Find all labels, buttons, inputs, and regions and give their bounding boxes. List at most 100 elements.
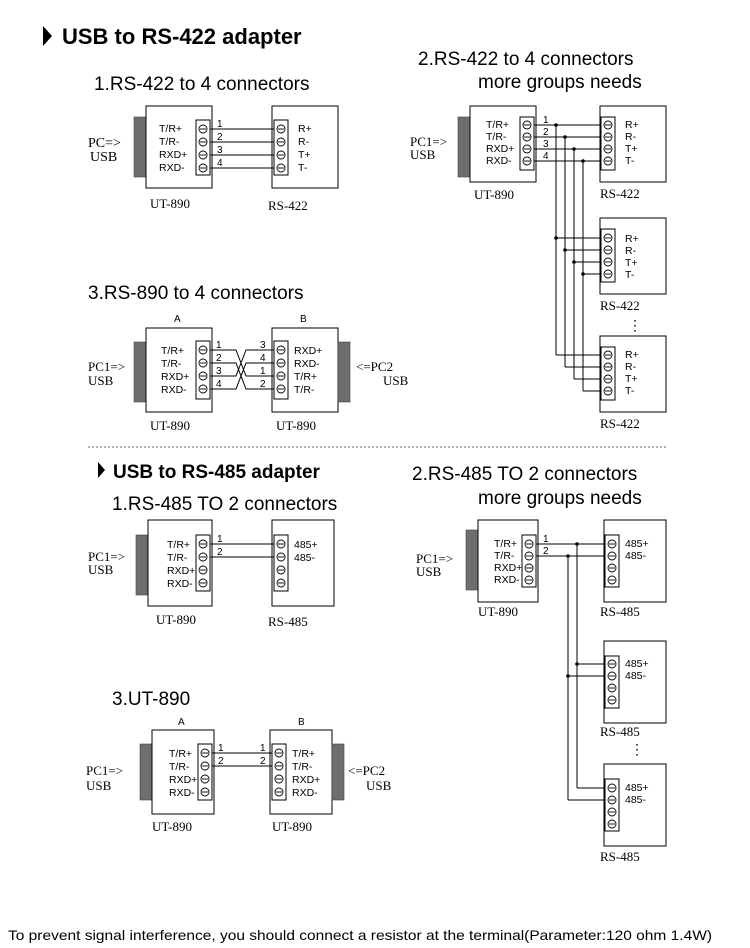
rs422-diagram-3: 3.RS-890 to 4 connectors A B PC1=> USB T… (88, 283, 409, 433)
pin-label: R+ (625, 119, 639, 131)
wire-number: 2 (216, 353, 222, 364)
bus-wiring (534, 123, 601, 392)
pin-label: T+ (625, 257, 638, 269)
device-label: UT-890 (478, 604, 518, 619)
pin-label: R+ (625, 233, 639, 245)
wire-number: 2 (543, 127, 549, 138)
pin-label: 485+ (625, 782, 649, 794)
section-rs422-header: USB to RS-422 adapter (43, 24, 302, 49)
usb-plug-icon (337, 341, 351, 403)
more-groups-ellipsis: ⋮ (628, 317, 642, 333)
pin-label: RXD+ (161, 371, 189, 383)
rs422-d1-host-label: PC=> (88, 136, 121, 151)
pin-label: RXD- (159, 162, 185, 174)
rs422-d3-title: 3.RS-890 to 4 connectors (88, 283, 303, 304)
usb-plug-icon (457, 116, 471, 178)
pin-label: R- (298, 136, 310, 148)
pin-label: T+ (298, 149, 311, 161)
terminal-screws (276, 124, 286, 173)
cross-wiring (210, 349, 274, 390)
wire-number: 2 (260, 379, 266, 390)
target-label: RS-422 (268, 198, 308, 213)
section-arrow-icon (98, 462, 105, 478)
wire-number: 1 (543, 534, 549, 545)
pin-label: RXD+ (159, 149, 187, 161)
terminal-screws (198, 124, 208, 173)
pin-label: R- (625, 245, 637, 257)
device-label: UT-890 (276, 418, 316, 433)
unit-a-label: A (178, 717, 185, 728)
wire-number: 2 (543, 546, 549, 557)
pin-label: 485+ (625, 658, 649, 670)
rs485-diagram-3: 3.UT-890 A B PC1=> USB T/R+ T/R- RXD+ RX… (86, 689, 392, 834)
unit-a-label: A (174, 314, 181, 325)
host2-label: <=PC2 (348, 763, 385, 778)
pin-label: R- (625, 361, 637, 373)
rs485-diagram-1: 1.RS-485 TO 2 connectors PC1=> USB T/R+ … (88, 494, 337, 629)
usb-plug-icon (135, 534, 149, 596)
pin-label: RXD+ (294, 345, 322, 357)
device-label: UT-890 (156, 612, 196, 627)
pin-label: 485- (625, 550, 647, 562)
wire-bundle (210, 128, 274, 169)
pin-label: RXD- (167, 578, 193, 590)
pin-label: T+ (625, 373, 638, 385)
wire-number: 3 (217, 145, 223, 156)
terminal-screws (603, 120, 613, 166)
pin-label: T- (298, 162, 308, 174)
section-arrow-icon (43, 26, 52, 46)
pin-label: T/R+ (167, 539, 190, 551)
host-label: PC1=> (88, 549, 125, 564)
rs485-d2-title: 2.RS-485 TO 2 connectors (412, 464, 637, 485)
wire-number: 1 (217, 119, 223, 130)
pin-label: T/R- (169, 761, 190, 773)
pin-label: RXD+ (167, 565, 195, 577)
host-usb: USB (410, 147, 436, 162)
terminal-screws (524, 539, 534, 585)
pin-label: RXD- (169, 787, 195, 799)
pin-label: 485+ (294, 539, 318, 551)
terminal-screws (274, 748, 284, 797)
pin-label: RXD- (292, 787, 318, 799)
usb-plug-icon (331, 743, 345, 801)
pin-label: 485+ (625, 538, 649, 550)
pin-label: T- (625, 385, 635, 397)
usb-plug-icon (133, 116, 147, 178)
pin-label: R+ (625, 349, 639, 361)
pin-label: T/R+ (161, 345, 184, 357)
pin-label: T/R- (161, 358, 182, 370)
wire-number: 1 (218, 743, 224, 754)
rs485-d1-title: 1.RS-485 TO 2 connectors (112, 494, 337, 515)
pin-label: RXD+ (292, 774, 320, 786)
footer-note: To prevent signal interference, you shou… (8, 927, 712, 943)
wire-number: 4 (216, 379, 222, 390)
pin-label: 485- (625, 670, 647, 682)
wire-number: 1 (217, 534, 223, 545)
device-label: UT-890 (474, 187, 514, 202)
pin-label: T/R+ (294, 371, 317, 383)
pin-label: R- (625, 131, 637, 143)
pin-label: RXD+ (169, 774, 197, 786)
terminal-screws (198, 345, 208, 394)
host-label: PC1=> (410, 134, 447, 149)
terminal-screws (276, 539, 286, 588)
pin-label: 485- (625, 794, 647, 806)
pin-label: RXD+ (494, 562, 522, 574)
terminal-block (271, 743, 287, 801)
rs422-diagram-1: 1.RS-422 to 4 connectors PC=> USB T/R+ T… (88, 74, 339, 213)
terminal-block (600, 116, 616, 171)
terminal-screws (607, 539, 617, 585)
host2-label: <=PC2 (356, 359, 393, 374)
wire-number: 3 (216, 366, 222, 377)
terminal-block (600, 346, 616, 401)
wire-bundle (212, 752, 272, 767)
pin-label: RXD- (494, 574, 520, 586)
wire-number: 2 (217, 132, 223, 143)
terminal-block (600, 228, 616, 283)
terminal-block (197, 743, 213, 801)
pin-label: T/R+ (494, 538, 517, 550)
target-label: RS-485 (268, 614, 308, 629)
pin-label: T/R- (294, 384, 315, 396)
terminal-block (273, 534, 289, 592)
